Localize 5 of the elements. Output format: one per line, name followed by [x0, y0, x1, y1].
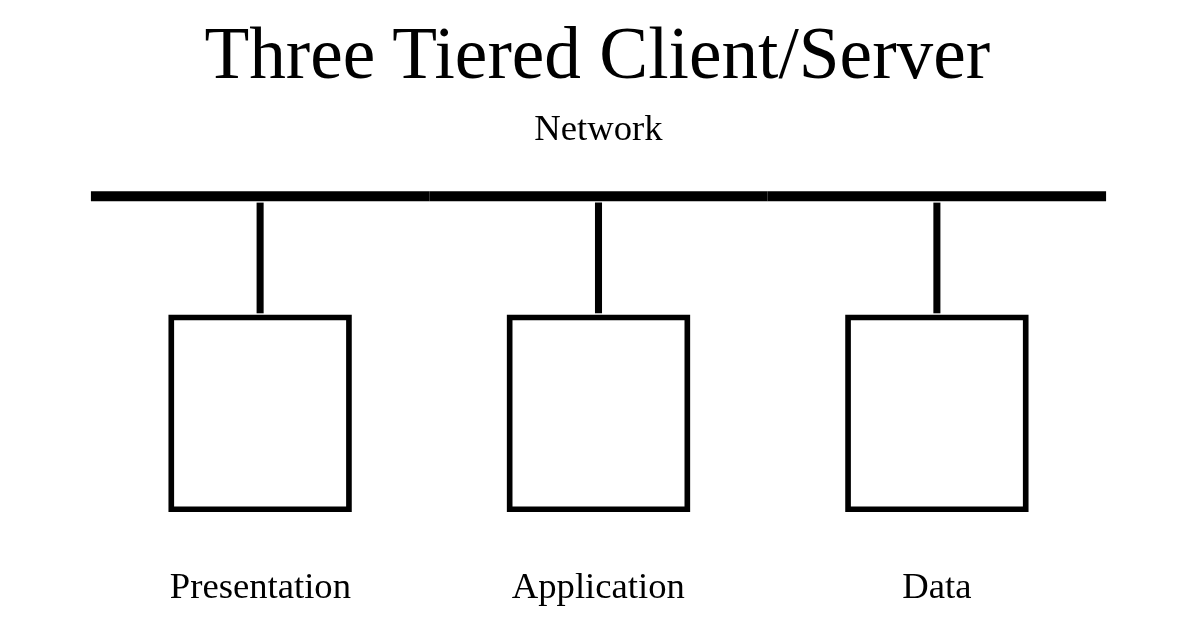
node-label: Network: [533, 107, 663, 149]
diagram-title: Three Tiered Client/Server: [203, 12, 990, 94]
node-label: Presentation: [169, 564, 351, 606]
node-label: Application: [511, 564, 685, 606]
node-label: Data: [901, 564, 972, 606]
